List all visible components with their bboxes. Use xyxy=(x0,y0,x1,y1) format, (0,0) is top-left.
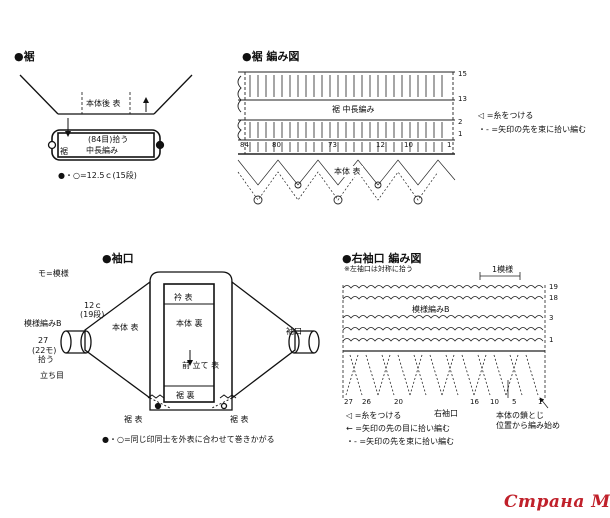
stitch-count-73: 73 xyxy=(328,141,337,149)
cuff-pick-label: 拾う xyxy=(38,355,54,364)
hem-body-back-label: 本体後 表 xyxy=(86,99,121,108)
hem-pickup-label: (84目)拾う xyxy=(88,135,129,144)
cuff-center-front-label: 前 立て 表 xyxy=(182,361,220,370)
cuff-hem-front-left-label: 裾 表 xyxy=(124,415,143,424)
cuff-rows-19: (19段) xyxy=(80,310,105,319)
right-cuff-pattern-label: 模様編みB xyxy=(410,304,452,315)
hem-legend-bundle: ・‐ =矢印の先を束に拾い編む xyxy=(478,125,587,134)
cuff-standing-label: 立ち目 xyxy=(40,371,64,380)
right-cuff-legend-attach: ◁ =糸をつける xyxy=(346,411,402,420)
right-cuff-repeat-label: 1模様 xyxy=(492,265,514,274)
right-cuff-row-19: 19 xyxy=(549,283,558,291)
right-cuff-count-10: 10 xyxy=(490,398,499,406)
right-cuff-chart xyxy=(342,272,549,409)
hem-band-label: 裾 中長編み xyxy=(330,104,377,115)
hem-chart-stitches xyxy=(249,75,443,152)
right-cuff-count-1: 1 xyxy=(538,398,543,406)
right-cuff-legend-bundle: ・‐ =矢印の先を束に拾い編む xyxy=(346,437,455,446)
right-cuff-start-note-1: 本体の鎖とじ xyxy=(496,411,544,420)
right-cuff-count-27: 27 xyxy=(344,398,353,406)
cuff-center-back-label: 本体 裏 xyxy=(176,319,203,328)
hem-title: ●裾 xyxy=(14,50,35,63)
hem-stitch-label: 中長編み xyxy=(86,146,118,155)
cuff-schematic xyxy=(60,271,320,411)
stitch-count-1: 1 xyxy=(447,141,452,149)
hem-legend-attach: ◁ =糸をつける xyxy=(478,111,534,120)
row-label-2: 2 xyxy=(458,118,463,126)
cuff-body-front-label: 本体 表 xyxy=(112,323,139,332)
stitch-count-80: 80 xyxy=(272,141,281,149)
cuff-mo-22: (22モ) xyxy=(32,346,57,355)
hem-chart-title: ●裾 編み図 xyxy=(242,50,300,63)
right-cuff-title: ●右袖口 編み図 xyxy=(342,252,422,265)
right-cuff-row-18: 18 xyxy=(549,294,558,302)
hem-side-label: 裾 xyxy=(60,147,68,156)
hem-note: ●・○=12.5ｃ(15段) xyxy=(58,171,137,180)
right-cuff-count-16: 16 xyxy=(470,398,479,406)
cuff-hem-front-right-label: 裾 表 xyxy=(230,415,249,424)
cuff-top-front-label: 衿 表 xyxy=(174,293,193,302)
right-cuff-legend-stitch: ← =矢印の先の目に拾い編む xyxy=(346,424,450,433)
stitch-count-84: 84 xyxy=(240,141,249,149)
hem-chart-body-label: 本体 表 xyxy=(332,166,363,177)
right-cuff-label: 右袖口 xyxy=(434,409,458,418)
cuff-cuff-label: 袖口 xyxy=(286,327,302,336)
right-cuff-row-3: 3 xyxy=(549,314,554,322)
watermark: Страна Мам xyxy=(504,492,610,512)
cuff-hem-back-label: 裾 裏 xyxy=(176,391,195,400)
right-cuff-count-20: 20 xyxy=(394,398,403,406)
hem-schematic xyxy=(19,74,193,161)
row-label-13: 13 xyxy=(458,95,467,103)
right-cuff-row-1: 1 xyxy=(549,336,554,344)
cuff-pattern-b-label: 模様編みB xyxy=(24,319,62,328)
right-cuff-count-5: 5 xyxy=(512,398,517,406)
cuff-mo-legend: モ=模様 xyxy=(38,269,69,278)
hem-chart-grid xyxy=(237,71,456,205)
stitch-count-12: 12 xyxy=(376,141,385,149)
cuff-note: ●・○=同じ印同士を外表に合わせて巻きかがる xyxy=(102,435,275,444)
cuff-width-12: 12ｃ xyxy=(84,301,103,310)
right-cuff-start-note-2: 位置から編み始め xyxy=(496,421,560,430)
cuff-title: ●袖口 xyxy=(102,252,134,265)
row-label-1: 1 xyxy=(458,130,463,138)
row-label-15: 15 xyxy=(458,70,467,78)
stitch-count-10: 10 xyxy=(404,141,413,149)
cuff-circ-27: 27 xyxy=(38,336,49,345)
right-cuff-count-26: 26 xyxy=(362,398,371,406)
right-cuff-subtitle: ※左袖口は対称に拾う xyxy=(344,265,413,273)
